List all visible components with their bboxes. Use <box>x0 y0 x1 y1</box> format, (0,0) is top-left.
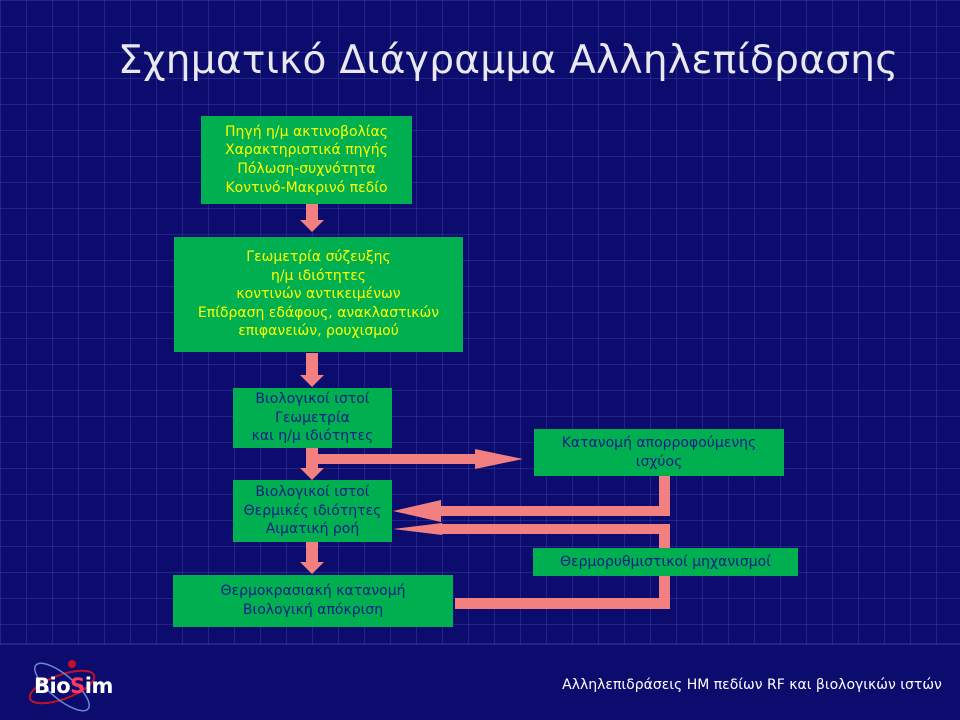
bio-geometry-box: Βιολογικοί ιστοί Γεωμετρία και η/μ ιδιότ… <box>233 388 392 448</box>
coupling-line: επιφανειών, ρουχισμού <box>238 323 399 340</box>
coupling-box: Γεωμετρία σύζευξης η/μ ιδιότητες κοντινώ… <box>174 237 463 352</box>
bio-thermal-line: Βιολογικοί ιστοί <box>255 484 370 501</box>
arrow-bio-to-power <box>312 449 523 469</box>
arrow-power-to-thermal <box>393 476 670 522</box>
logo-part-3: im <box>84 674 114 698</box>
footer-caption: Αλληλεπιδράσεις HM πεδίων RF και βιολογι… <box>562 677 942 693</box>
biosim-logo-text: BioSim <box>34 674 113 698</box>
arrow-coupling-to-bio <box>300 353 324 387</box>
bio-geometry-line: Βιολογικοί ιστοί <box>255 391 370 408</box>
power-distribution-line: ισχύος <box>635 453 683 470</box>
thermoregulation-line: Θερμορυθμιστικοί μηχανισμοί <box>560 553 771 570</box>
source-line: Πόλωση-συχνότητα <box>237 161 376 177</box>
feedback-loop-arrow <box>393 523 670 609</box>
temperature-line: Θερμοκρασιακή κατανομή <box>220 583 406 600</box>
source-box: Πηγή η/μ ακτινοβολίας Χαρακτηριστικά πηγ… <box>201 116 412 204</box>
power-distribution-line: Κατανομή απορροφούμενης <box>561 434 757 451</box>
bio-geometry-line: Γεωμετρία <box>275 409 350 426</box>
bio-thermal-line: Θερμικές ιδιότητες <box>243 502 382 519</box>
bio-geometry-line: και η/μ ιδιότητες <box>251 428 374 445</box>
thermoregulation-box: Θερμορυθμιστικοί μηχανισμοί <box>533 548 798 576</box>
biosim-logo-icon <box>28 660 96 712</box>
bio-thermal-line: Αιματική ροή <box>265 521 360 538</box>
source-line: Χαρακτηριστικά πηγής <box>225 142 388 159</box>
coupling-line: Γεωμετρία σύζευξης <box>246 249 391 266</box>
bio-thermal-box: Βιολογικοί ιστοί Θερμικές ιδιότητες Αιμα… <box>233 480 392 542</box>
logo-part-2: S <box>70 674 85 698</box>
power-distribution-box: Κατανομή απορροφούμενης ισχύος <box>534 429 784 476</box>
temperature-line: Βιολογική απόκριση <box>242 602 384 618</box>
coupling-line: κοντινών αντικειμένων <box>236 286 401 303</box>
page-title: Σχηματικό Διάγραμμα Αλληλεπίδρασης <box>118 38 899 83</box>
arrow-source-to-coupling <box>300 204 324 232</box>
source-line: Κοντινό-Μακρινό πεδίο <box>225 179 388 196</box>
source-line: Πηγή η/μ ακτινοβολίας <box>225 123 388 140</box>
temperature-box: Θερμοκρασιακή κατανομή Βιολογική απόκρισ… <box>173 575 453 627</box>
coupling-line: Επίδραση εδάφους, ανακλαστικών <box>197 304 440 321</box>
logo-part-1: Bio <box>34 674 71 698</box>
coupling-line: η/μ ιδιότητες <box>270 267 367 284</box>
arrow-thermal-to-temperature <box>300 542 324 574</box>
